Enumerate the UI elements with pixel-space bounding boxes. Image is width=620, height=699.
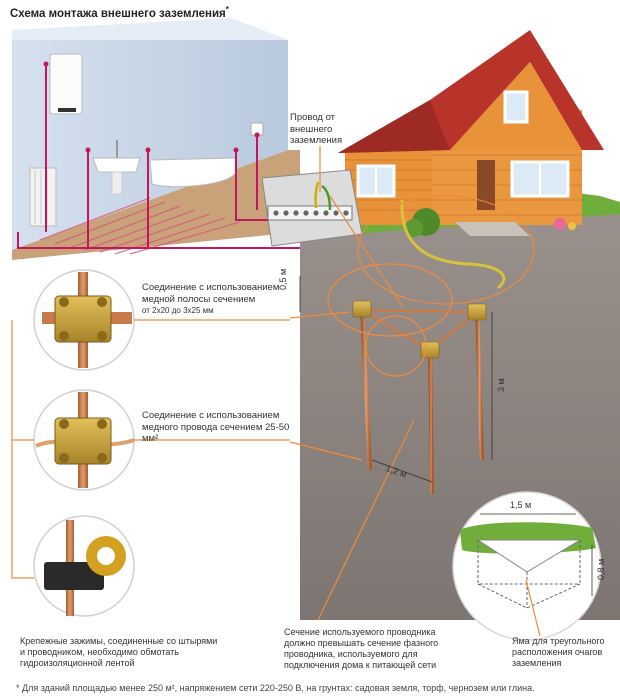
clamps-note: Крепежные зажимы, соединенные со штырями… [20, 636, 218, 668]
clamp-strip-detail [33, 269, 135, 371]
bathroom-scene [12, 18, 300, 260]
pit-depth-dimension: 0,8 м [596, 558, 606, 580]
wire-connection-label: Соединение с использованием медного пров… [142, 410, 290, 445]
strip-connection-label: Соединение с использованием медной полос… [142, 282, 280, 316]
footnote: * Для зданий площадью менее 250 м², напр… [16, 683, 535, 693]
house [338, 30, 604, 237]
diagram-title: Схема монтажа внешнего заземления* [10, 5, 229, 20]
depth-dimension: 0,5 м [278, 268, 288, 290]
rod-length-dimension: 3 м [496, 378, 506, 392]
clamp-tape-detail [33, 515, 135, 617]
pit-width-dimension: 1,5 м [510, 500, 532, 510]
callout-lines [11, 319, 290, 579]
wire-label: Провод от внешнего заземления [290, 112, 343, 147]
ground-electrodes [289, 195, 535, 621]
clamp-wire-detail [33, 389, 135, 491]
pit-detail [452, 491, 602, 641]
conductor-note: Сечение используемого проводника должно … [284, 627, 439, 670]
pit-note: Яма для треугольного расположения очагов… [512, 636, 605, 668]
junction-box [261, 146, 363, 247]
ground-wire-yellow [400, 199, 506, 290]
